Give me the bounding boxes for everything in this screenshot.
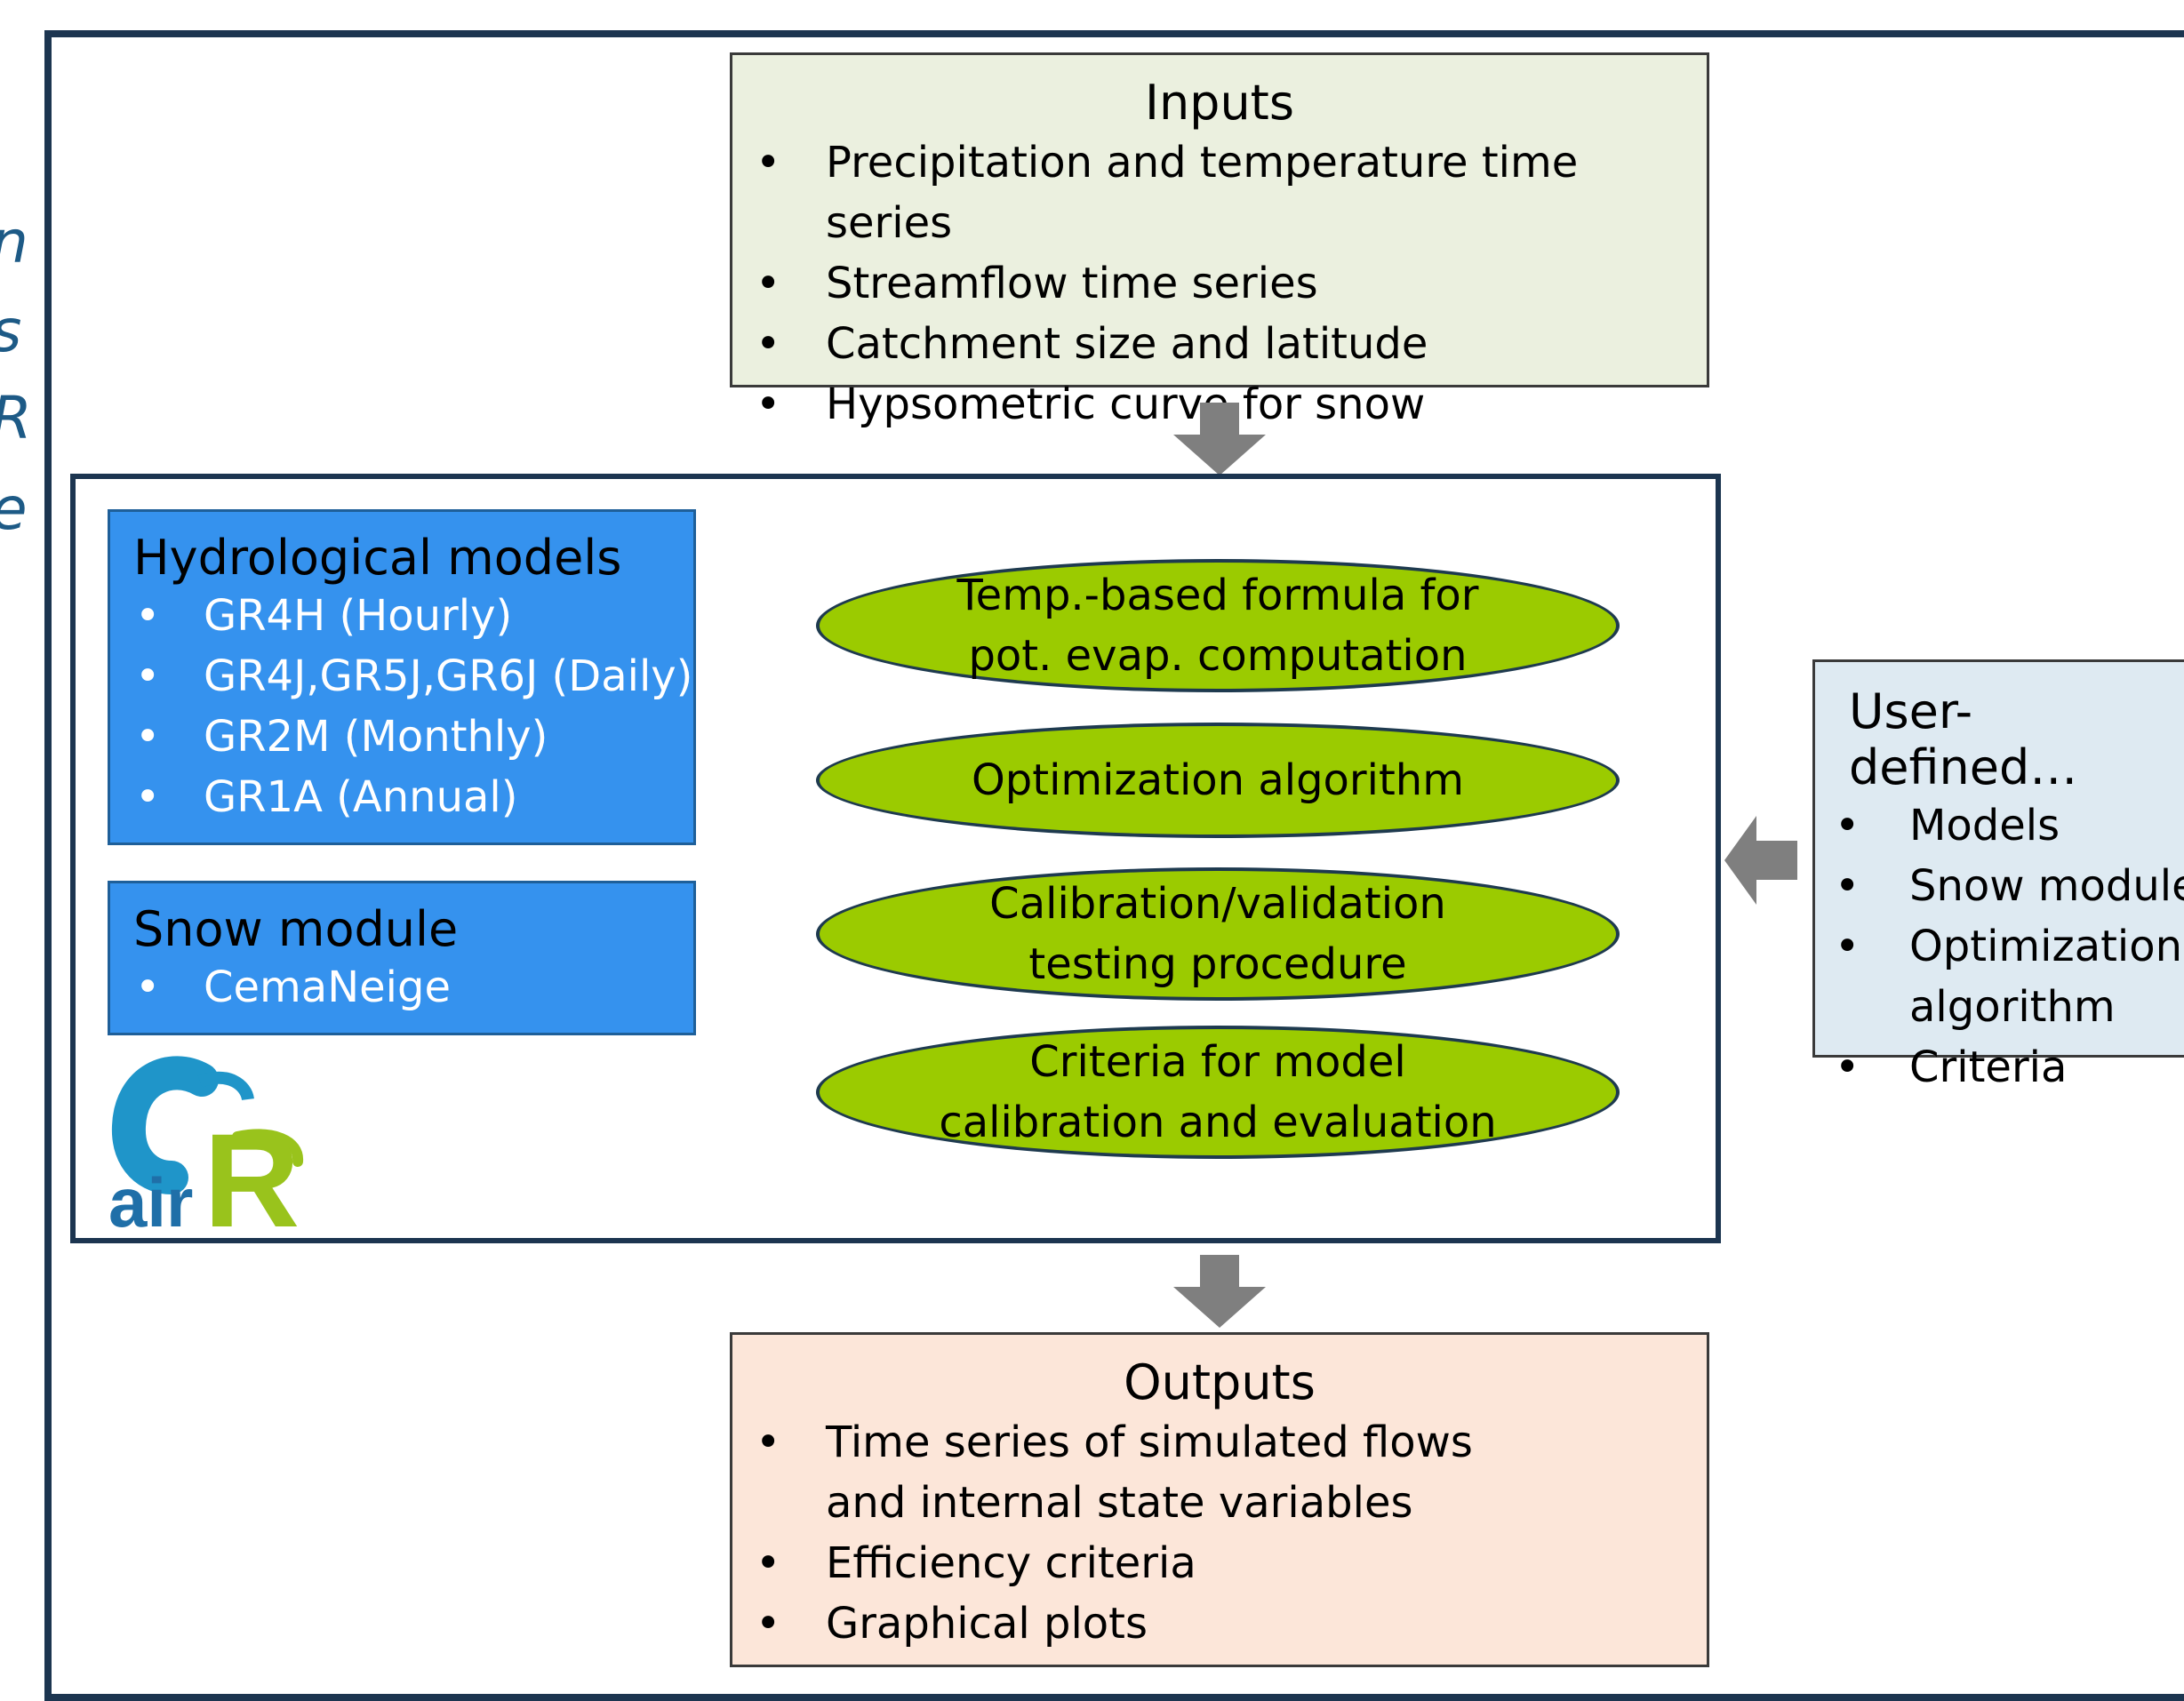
svg-text:air: air [108,1163,193,1233]
list-item: •CemaNeige [135,962,451,1012]
hydrological-models-box: Hydrological models •GR4H (Hourly) •GR4J… [108,509,696,845]
left-margin-letter: e [0,480,28,539]
models-list: •GR4H (Hourly) •GR4J,GR5J,GR6J (Daily) •… [110,586,693,827]
arrow-down-icon [1173,1255,1266,1328]
left-margin-letter: R [0,389,32,448]
list-item: •Precipitation and temperature time seri… [756,138,1579,248]
arrow-down-icon [1173,403,1266,475]
snow-module-box: Snow module •CemaNeige [108,881,696,1035]
list-item: •Snow module [1835,861,2184,911]
list-item: •GR2M (Monthly) [135,712,548,762]
svg-text:R: R [204,1106,300,1233]
list-item: •Optimization algorithm [1835,922,2183,1032]
user-defined-list: •Models •Snow module •Optimization algor… [1815,795,2184,1098]
left-margin-letter: n [0,213,28,272]
airgr-logo: air R [108,1056,303,1233]
list-item: •GR4J,GR5J,GR6J (Daily) [135,651,693,701]
inputs-box: Inputs •Precipitation and temperature ti… [730,52,1709,429]
snow-module-list: •CemaNeige [110,957,693,1018]
list-item: •Hypsometric curve for snow [756,379,1426,429]
list-item: •GR1A (Annual) [135,772,518,822]
user-defined-box: User-defined… •Models •Snow module •Opti… [1812,659,2184,1092]
list-item: •Graphical plots [756,1599,1148,1649]
airgr-package-box: Hydrological models •GR4H (Hourly) •GR4J… [70,474,1721,1243]
list-item: •Streamflow time series [756,259,1318,308]
list-item: •Catchment size and latitude [756,319,1428,369]
list-item: •Criteria [1835,1042,2068,1092]
outputs-title: Outputs [1124,1354,1316,1410]
list-item: •Time series of simulated flows and inte… [756,1418,1473,1528]
outputs-list: •Time series of simulated flows and inte… [732,1412,1707,1654]
snow-module-title: Snow module [133,901,459,957]
optimization-algorithm-ellipse: Optimization algorithm [816,723,1620,838]
list-item: •GR4H (Hourly) [135,591,513,641]
hydrological-models-title: Hydrological models [133,530,622,586]
list-item: •Efficiency criteria [756,1538,1196,1588]
inputs-title: Inputs [1145,75,1294,131]
user-defined-title: User-defined… [1849,683,2078,795]
outputs-box: Outputs •Time series of simulated flows … [730,1332,1709,1667]
inputs-list: •Precipitation and temperature time seri… [732,132,1707,435]
arrow-left-icon [1724,816,1797,905]
left-margin-letter: s [0,302,21,361]
list-item: •Models [1835,801,2060,850]
